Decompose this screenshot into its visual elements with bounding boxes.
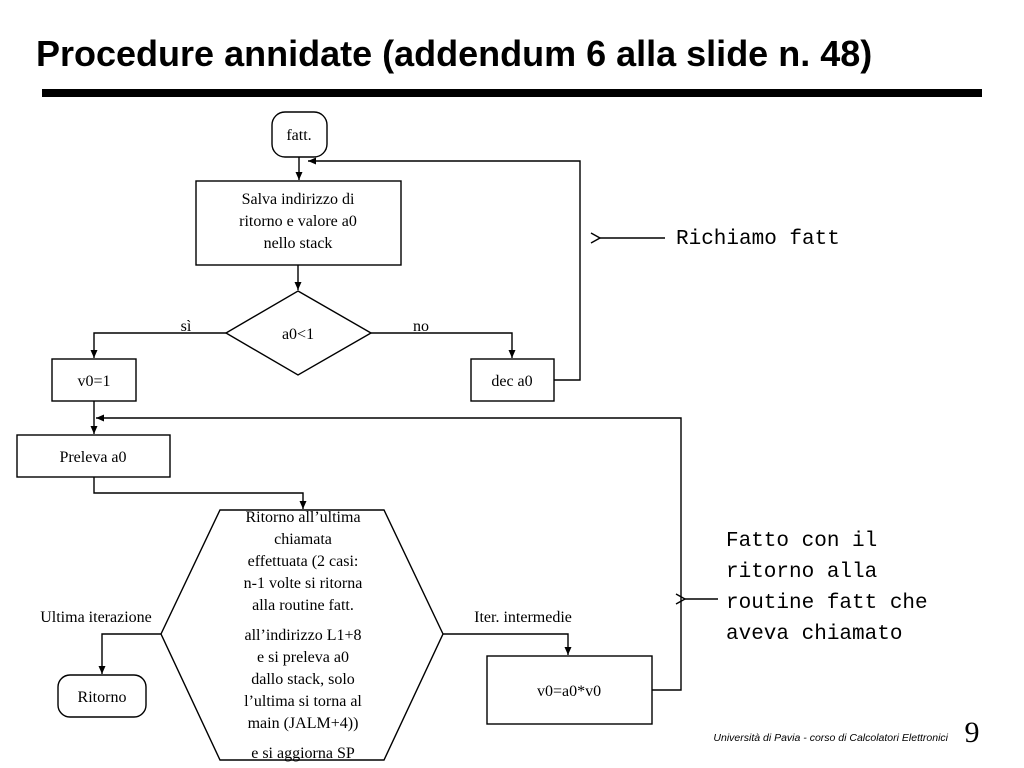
save-box-line-3: nello stack (264, 235, 333, 252)
return-note-line-4: aveva chiamato (726, 623, 902, 646)
ritorno-label: Ritorno (78, 689, 127, 706)
arrow-intermediate-iteration (443, 633, 572, 655)
preleva-a0-box (16, 434, 171, 478)
hexagon-line-8: dallo stack, solo (251, 671, 355, 688)
hexagon-line-10: main (JALM+4)) (248, 715, 359, 732)
hexagon-line-11: e si aggiorna SP (251, 745, 355, 762)
hexagon-line-2: chiamata (274, 531, 332, 548)
preleva-a0-label: Preleva a0 (59, 449, 126, 466)
hexagon-line-7: e si preleva a0 (257, 649, 349, 666)
arrow-last-iteration (98, 633, 161, 674)
ritorno-terminal (57, 674, 147, 718)
decision-label: a0<1 (282, 326, 314, 343)
hexagon-line-9: l’ultima si torna al (244, 693, 362, 710)
hexagon-line-4: n-1 volte si ritorna (244, 575, 363, 592)
hexagon-line-5: alla routine fatt. (252, 597, 354, 614)
title-underline (42, 89, 982, 97)
save-box-line-2: ritorno e valore a0 (239, 213, 357, 230)
hexagon-line-6: all’indirizzo L1+8 (245, 627, 362, 644)
arrow-no-branch (371, 332, 516, 358)
hexagon-line-3: effettuata (2 casi: (248, 553, 359, 570)
save-box-line-1: Salva indirizzo di (242, 191, 355, 208)
slide-title: Procedure annidate (addendum 6 alla slid… (36, 33, 872, 74)
arrow-yes-branch (90, 332, 226, 358)
arrow-return-loop (96, 414, 682, 691)
recall-annotation: Richiamo fatt (676, 228, 840, 251)
footer-text: Università di Pavia - corso di Calcolato… (713, 732, 948, 744)
hexagon-line-1: Ritorno all’ultima (245, 509, 360, 526)
start-label: fatt. (286, 127, 311, 144)
return-note-line-3: routine fatt che (726, 592, 928, 615)
arrow-recursive-call-loop (308, 157, 581, 381)
v0-init-label: v0=1 (77, 373, 110, 390)
arrow-preleva-to-return (93, 477, 307, 509)
multiply-box (486, 655, 653, 725)
multiply-label: v0=a0*v0 (537, 683, 601, 700)
dec-a0-box (470, 358, 555, 402)
dec-a0-label: dec a0 (491, 373, 532, 390)
branch-yes-label: sì (181, 318, 192, 335)
save-stack-box (195, 180, 402, 266)
v0-init-box (51, 358, 137, 402)
return-note-line-1: Fatto con il (726, 530, 877, 553)
intermediate-label: Iter. intermedie (474, 609, 572, 626)
branch-no-label: no (413, 318, 429, 335)
page-number: 9 (965, 716, 980, 749)
return-note-line-2: ritorno alla (726, 561, 877, 584)
last-iteration-label: Ultima iterazione (40, 609, 152, 626)
decision-diamond (224, 290, 373, 376)
